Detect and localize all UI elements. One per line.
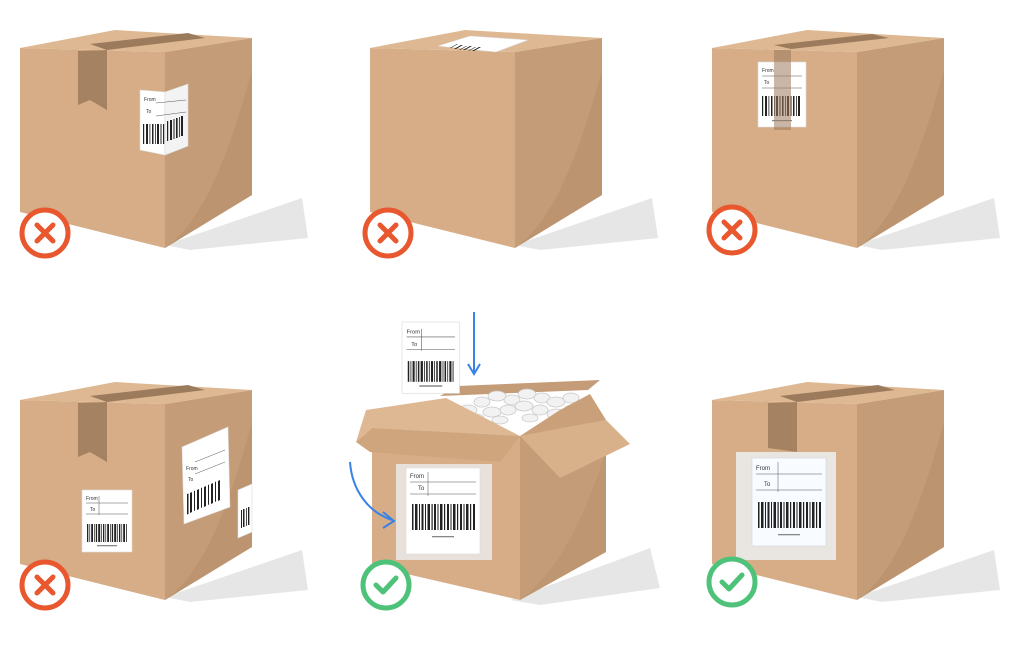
cross-circle-icon [365, 210, 411, 256]
packing-tape [774, 34, 889, 49]
shipping-label: From To [405, 467, 481, 555]
tape-flap [768, 402, 797, 452]
packing-tape [90, 385, 205, 402]
example-box-1: From To [20, 30, 308, 256]
packing-tape [780, 385, 895, 402]
check-circle-icon [363, 562, 409, 608]
shipping-label: From To [81, 489, 133, 553]
cross-circle-icon [709, 207, 755, 253]
example-box-4: From To From To [20, 382, 308, 608]
label-from-text: From [186, 466, 198, 472]
example-box-3: From To [709, 30, 1000, 253]
shipping-label: From To [139, 83, 189, 156]
label-from-text: From [762, 68, 774, 74]
inside-label: From To [401, 321, 461, 394]
arrow-icon [467, 312, 481, 376]
label-to-text: To [764, 80, 770, 86]
shipping-label-side: From To [181, 426, 231, 525]
shipping-label: From To [751, 457, 827, 547]
shipping-label-edge [237, 483, 253, 539]
tape-flap [78, 402, 107, 462]
label-to-text: To [418, 486, 425, 492]
shipping-label [437, 35, 529, 53]
label-from-text: From [86, 496, 98, 502]
cross-circle-icon [22, 210, 68, 256]
packing-tape [90, 33, 205, 50]
example-box-5: From To From To [349, 312, 660, 608]
tape-over-label [774, 50, 791, 130]
label-to-text: To [188, 477, 194, 483]
label-from-text: From [410, 474, 424, 480]
check-circle-icon [709, 559, 755, 605]
label-to-text: To [764, 482, 771, 488]
example-box-2 [365, 30, 658, 256]
cross-circle-icon [22, 562, 68, 608]
example-box-6: From To [709, 382, 1000, 605]
label-to-text: To [90, 507, 96, 513]
label-from-text: From [756, 466, 770, 472]
tape-flap [78, 50, 107, 110]
arrow-icon [349, 461, 396, 529]
label-to-text: To [411, 342, 417, 348]
label-to-text: To [146, 109, 152, 115]
label-from-text: From [407, 330, 421, 336]
label-from-text: From [144, 97, 156, 103]
